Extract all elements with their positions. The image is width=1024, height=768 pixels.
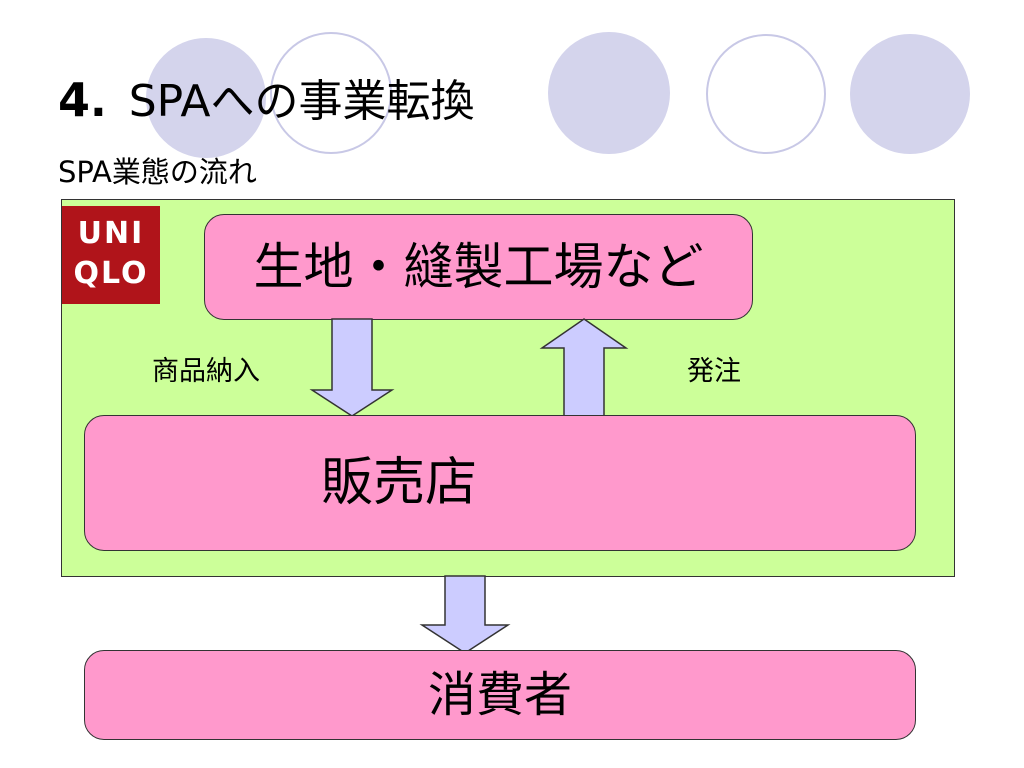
consumer-arrow: [419, 575, 511, 654]
consumer-label: 消費者: [427, 667, 572, 723]
slide-title: 4. SPAへの事業転換: [58, 70, 474, 140]
factory-label: 生地・縫製工場など: [253, 238, 704, 296]
decorative-circle: [146, 38, 266, 158]
decorative-circle: [270, 32, 392, 154]
consumer-box: 消費者: [84, 650, 916, 740]
delivery-arrow: [309, 318, 395, 417]
store-box: 販売店: [84, 415, 916, 551]
decorative-circle: [548, 32, 670, 154]
uniqlo-logo: UNI QLO: [62, 206, 160, 304]
title-dot: .: [90, 76, 107, 127]
logo-text-line2: QLO: [73, 256, 149, 291]
title-number: 4: [58, 73, 91, 127]
order-label: 発注: [687, 356, 741, 387]
logo-text-line1: UNI: [77, 216, 145, 251]
slide-subtitle: SPA業態の流れ: [58, 155, 257, 189]
decorative-circle: [850, 34, 970, 154]
order-arrow: [539, 318, 629, 417]
store-label: 販売店: [321, 453, 478, 513]
factory-box: 生地・縫製工場など: [204, 214, 753, 320]
decorative-circle: [706, 34, 826, 154]
delivery-label: 商品納入: [152, 356, 260, 387]
title-text: SPAへの事業転換: [128, 76, 475, 127]
